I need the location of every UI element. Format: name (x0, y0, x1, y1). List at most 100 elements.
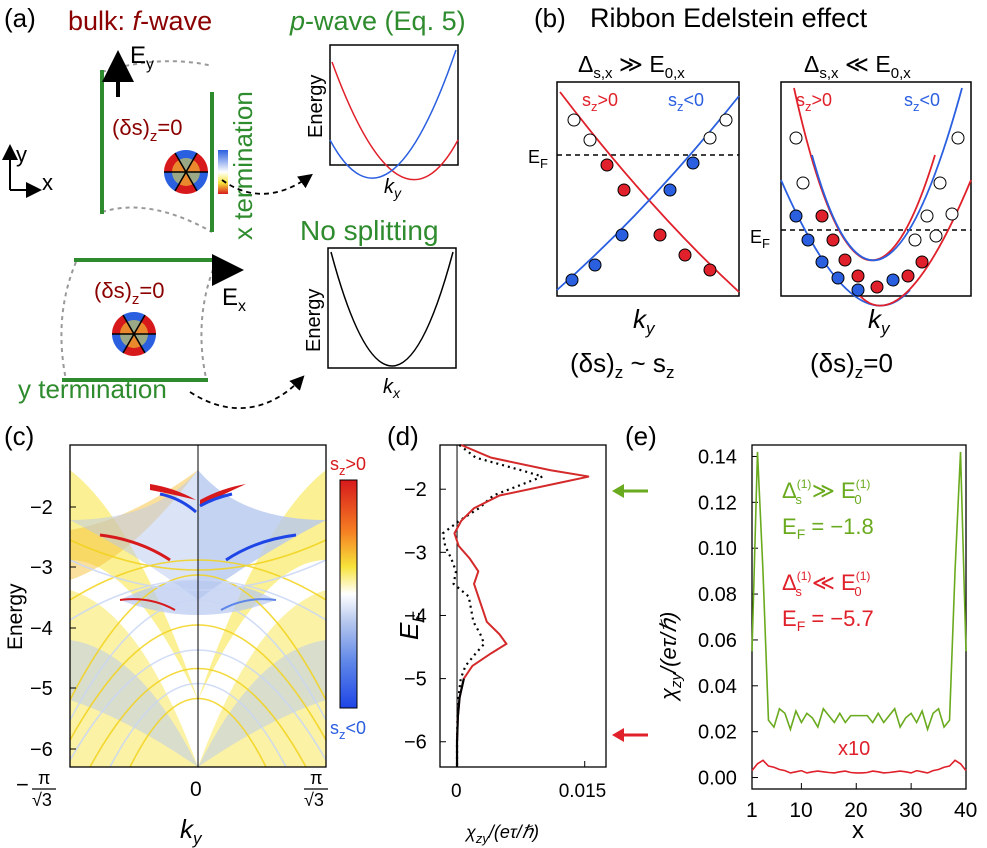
xtick-d-label: 0.015 (559, 781, 607, 802)
colorbar-top-label: sz>0 (330, 454, 366, 478)
dotted-curve (441, 444, 546, 767)
band-diagram-right: sz>0 sz<0 EF ky (δs)z=0 (750, 81, 972, 382)
ytick-d-label: −5 (404, 669, 427, 691)
panel-c-ylabel: Energy (4, 583, 27, 650)
ytick-e-label: 0.08 (698, 584, 737, 606)
red-ef: EF = −5.7 (782, 606, 874, 634)
axis-x-label: x (42, 170, 53, 195)
ef-label-left: EF (528, 147, 548, 171)
panel-d-label: (d) (387, 421, 419, 451)
ds-top-label: (δs)z=0 (112, 115, 183, 145)
ytick-c: −5 (30, 678, 53, 700)
panel-c: (c) (4, 421, 366, 848)
band-diagram-left: sz>0 sz<0 EF ky (δs)z ~ sz (528, 81, 740, 382)
k-right-label: ky (868, 304, 891, 338)
panel-a-label: (a) (4, 3, 36, 33)
panel-d-xlabel: χzy/(eτ/ℏ) (464, 822, 539, 846)
ytick-d-label: −6 (404, 732, 427, 754)
result-right: (δs)z=0 (810, 348, 893, 382)
svg-text:√3: √3 (32, 790, 52, 810)
axis-y-label: y (16, 142, 27, 167)
ytick-e-label: 0.00 (698, 768, 737, 790)
x-termination-label: x termination (228, 91, 258, 240)
y-termination-ribbon: Ex (δs)z=0 y termination (18, 254, 305, 410)
panel-b: (b) Ribbon Edelstein effect Δs,x ≫ E0,x … (528, 3, 972, 382)
panel-d-ylabel: EF (394, 611, 428, 640)
panel-a: (a) bulk: f-wave p-wave (Eq. 5) y x Ey (… (2, 3, 466, 410)
colorbar (339, 479, 358, 709)
no-splitting-label: No splitting (300, 215, 439, 246)
f-wave-gap-icon-2 (112, 312, 156, 356)
p-wave-title: p-wave (Eq. 5) (289, 6, 466, 36)
ef-label-right: EF (750, 227, 770, 251)
marker-arrow-red (612, 728, 648, 742)
panel-b-label: (b) (534, 3, 566, 33)
panel-e-label: (e) (625, 421, 657, 451)
svg-text:0: 0 (190, 778, 202, 801)
panel-c-xticks: − π √3 0 π √3 (16, 768, 328, 810)
ytick-d-label: −4 (404, 605, 427, 627)
y-termination-label: y termination (18, 374, 167, 404)
sz-neg-label-left: sz<0 (668, 90, 704, 114)
inset-top-energy-label: Energy (305, 75, 327, 138)
svg-text:π: π (38, 768, 50, 788)
sz-pos-label-left: sz>0 (582, 90, 618, 114)
occupied-states-left (565, 113, 733, 287)
ytick-d-label: −2 (404, 479, 427, 501)
marker-arrow-green (612, 484, 648, 498)
result-left: (δs)z ~ sz (570, 348, 674, 382)
xtick-d-label: 0 (451, 781, 462, 802)
red-curve (751, 759, 967, 774)
xtick-e-label: 30 (899, 799, 922, 822)
ytick-c: −2 (30, 497, 53, 519)
green-ef: EF = −1.8 (782, 514, 874, 542)
right-condition: Δs,x ≪ E0,x (804, 51, 911, 82)
xtick-e-label: 1 (746, 799, 758, 822)
bulk-wave-title: bulk: f-wave (68, 6, 212, 36)
panel-c-xlabel: ky (180, 814, 203, 848)
xtick-e-label: 10 (789, 799, 812, 822)
panel-c-label: (c) (4, 421, 34, 451)
svg-text:−: − (16, 772, 29, 797)
ds-bottom-label: (δs)z=0 (94, 278, 165, 308)
sz-pos-label-right: sz>0 (796, 90, 832, 114)
ytick-e-label: 0.06 (698, 630, 737, 652)
k-left-label: ky (633, 304, 656, 338)
panel-c-yticks: −2 −3 −4 −5 −6 (30, 497, 76, 761)
panel-e-frame (751, 444, 967, 790)
x-termination-ribbon: Ey (δs)z=0 x termination (100, 42, 313, 240)
chi-curve-lower (455, 678, 465, 767)
f-wave-gap-icon (164, 150, 208, 194)
chi-curve (453, 444, 590, 767)
green-curve (751, 451, 967, 732)
inset-split-bands: Energy ky (305, 44, 459, 201)
panel-e-xlabel: x (852, 817, 864, 844)
ytick-e-label: 0.04 (698, 676, 737, 698)
x10-label: x10 (838, 738, 870, 760)
ytick-e-label: 0.10 (698, 538, 737, 560)
panel-b-title: Ribbon Edelstein effect (590, 3, 868, 33)
inset-bottom-k-label: kx (383, 376, 401, 401)
occupied-states-right (789, 131, 965, 297)
ytick-c: −3 (30, 557, 53, 579)
inset-top-k-label: ky (384, 176, 402, 201)
red-condition: Δ(1)s≪ E(1)0 (782, 569, 870, 599)
xtick-e-label: 20 (844, 799, 867, 822)
green-condition: Δ(1)s≫ E(1)0 (782, 477, 870, 507)
ytick-c: −6 (30, 739, 53, 761)
ytick-e-label: 0.02 (698, 722, 737, 744)
svg-text:√3: √3 (304, 790, 324, 810)
inset-single-band: Energy kx (303, 247, 457, 401)
inset-bottom-energy-label: Energy (303, 289, 325, 352)
colorbar-bottom-label: sz<0 (330, 718, 366, 742)
panel-d-frame (439, 444, 607, 768)
panel-e-ylabel: χzy/(eτ/ℏ) (656, 612, 685, 702)
ytick-e-label: 0.12 (698, 492, 737, 514)
mini-colorbar (218, 150, 228, 194)
ex-label: Ex (222, 284, 246, 315)
